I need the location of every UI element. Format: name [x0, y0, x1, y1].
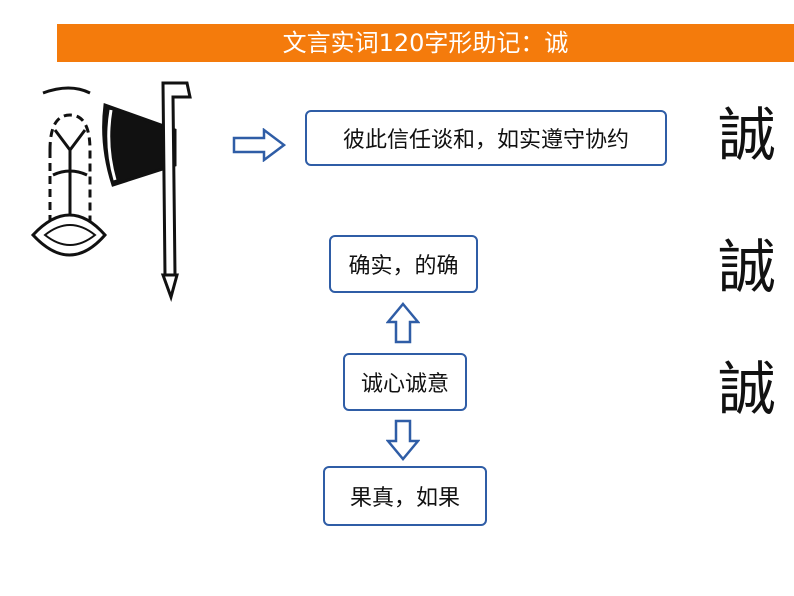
meaning-box-main: 彼此信任谈和，如实遵守协约 — [305, 110, 667, 166]
arrow-up-icon — [386, 302, 420, 344]
arrow-right-icon — [232, 128, 286, 162]
glyph-variant-1: 誠 — [718, 101, 777, 169]
meaning-box-center: 诚心诚意 — [343, 353, 467, 411]
ancient-glyph-illustration — [30, 81, 192, 302]
arrow-down-icon — [386, 419, 420, 461]
slide-title: 文言实词120字形助记：诚 — [57, 24, 794, 62]
meaning-box-bottom: 果真，如果 — [323, 466, 487, 526]
glyph-variant-2: 誠 — [718, 233, 777, 301]
glyph-variant-3: 誠 — [718, 355, 777, 423]
meaning-box-top: 确实，的确 — [329, 235, 478, 293]
